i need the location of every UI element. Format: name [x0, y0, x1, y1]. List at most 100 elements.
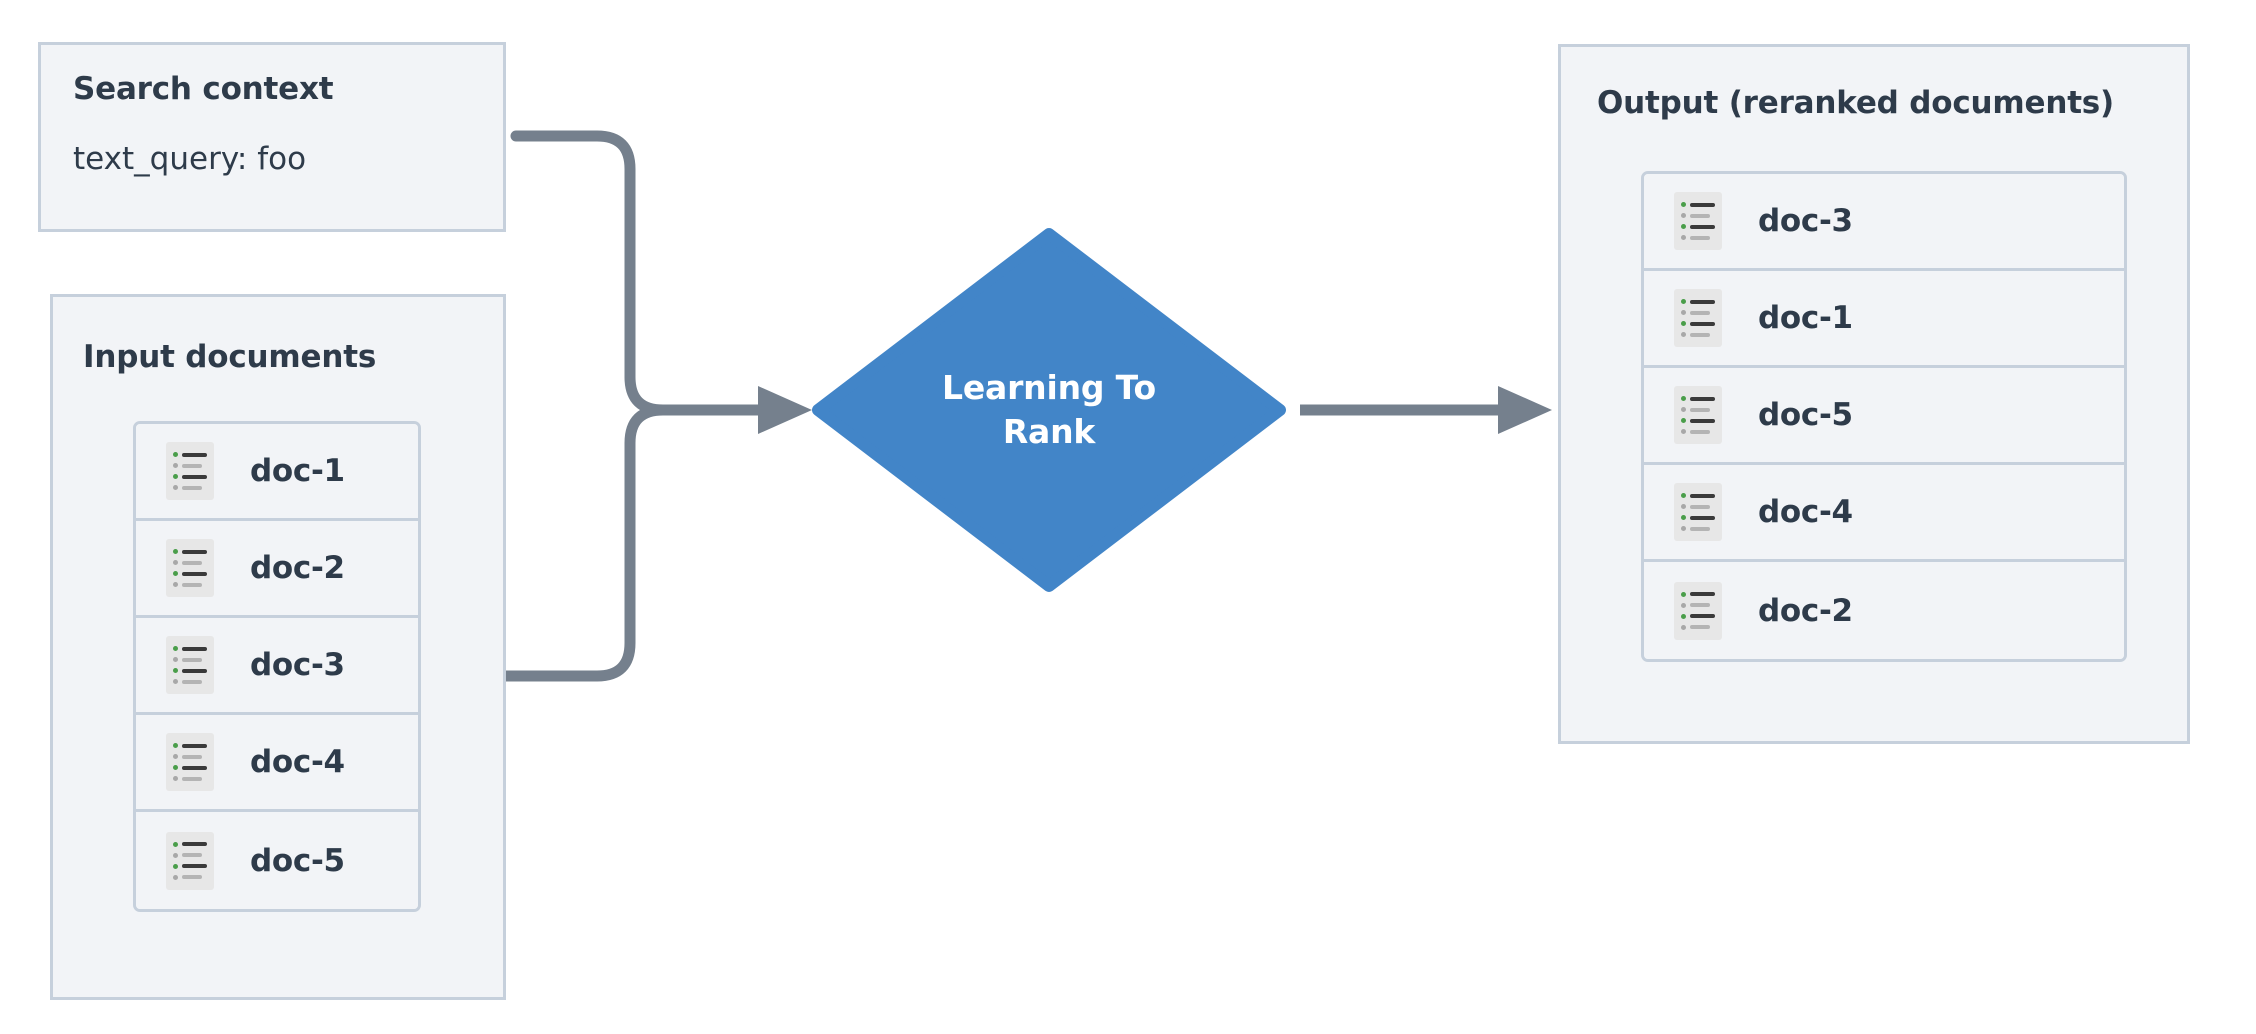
doc-row[interactable]: doc-2: [136, 521, 418, 618]
icon-bar: [1690, 504, 1710, 509]
search-context-title: Search context: [73, 71, 334, 107]
icon-bullet: [173, 776, 178, 781]
document-list-icon: [1674, 581, 1722, 640]
icon-bar: [1690, 515, 1715, 520]
icon-bullet: [1681, 224, 1686, 229]
icon-bullet: [173, 549, 178, 554]
icon-list-row: [173, 863, 207, 869]
icon-list-row: [1681, 418, 1715, 423]
search-context-panel: Search context text_query: foo: [38, 42, 506, 232]
icon-bar: [1690, 603, 1710, 607]
doc-row[interactable]: doc-1: [136, 424, 418, 521]
icon-bullet: [173, 657, 178, 662]
search-context-text-query: text_query: foo: [73, 141, 307, 177]
icon-list-row: [173, 582, 207, 587]
icon-bullet: [1681, 602, 1686, 608]
doc-row[interactable]: doc-1: [1644, 271, 2124, 368]
icon-list-row: [173, 474, 207, 479]
icon-list-row: [1681, 493, 1715, 498]
document-list-icon: [166, 442, 214, 500]
icon-bullet: [173, 474, 178, 479]
icon-list-row: [1681, 310, 1715, 315]
icon-bullet: [173, 668, 178, 673]
icon-bullet: [1681, 310, 1686, 315]
icon-bar: [1690, 396, 1715, 401]
icon-bar: [182, 463, 202, 468]
icon-bullet: [1681, 235, 1686, 240]
doc-label: doc-1: [250, 453, 345, 489]
icon-bar: [182, 864, 207, 868]
icon-list-row: [173, 485, 207, 490]
icon-list-row: [1681, 526, 1715, 531]
icon-bar: [182, 875, 202, 879]
icon-bullet: [173, 571, 178, 576]
doc-row[interactable]: doc-4: [1644, 465, 2124, 562]
icon-bar: [1690, 213, 1710, 218]
icon-list-row: [1681, 224, 1715, 229]
icon-bullet: [1681, 321, 1686, 326]
icon-bar: [182, 743, 207, 748]
icon-bullet: [173, 485, 178, 490]
document-list-icon: [166, 831, 214, 890]
doc-row[interactable]: doc-3: [1644, 174, 2124, 271]
arrowhead-into-output: [1498, 386, 1552, 434]
icon-bar: [1690, 418, 1715, 423]
icon-bar: [1690, 592, 1715, 596]
icon-bullet: [1681, 407, 1686, 412]
icon-list-row: [173, 852, 207, 858]
icon-list-row: [173, 560, 207, 565]
arrowhead-into-ltr: [758, 386, 812, 434]
document-list-icon: [166, 636, 214, 694]
icon-list-row: [173, 571, 207, 576]
document-list-icon: [166, 539, 214, 597]
icon-bar: [182, 842, 207, 846]
icon-list-row: [173, 668, 207, 673]
icon-list-row: [1681, 396, 1715, 401]
doc-row[interactable]: doc-5: [136, 812, 418, 909]
icon-bullet: [173, 841, 178, 847]
icon-bar: [182, 668, 207, 673]
icon-list-row: [1681, 591, 1715, 597]
icon-bullet: [1681, 493, 1686, 498]
doc-label: doc-1: [1758, 300, 1853, 336]
doc-row[interactable]: doc-3: [136, 618, 418, 715]
doc-label: doc-4: [1758, 494, 1853, 530]
icon-bullet: [173, 852, 178, 858]
icon-list-row: [173, 874, 207, 880]
icon-list-row: [173, 679, 207, 684]
icon-list-row: [173, 776, 207, 781]
icon-bar: [1690, 202, 1715, 207]
icon-list-row: [1681, 407, 1715, 412]
icon-bar: [182, 776, 202, 781]
learning-to-rank-node[interactable]: Learning To Rank: [812, 228, 1286, 592]
icon-bar: [182, 657, 202, 662]
icon-bar: [1690, 224, 1715, 229]
doc-label: doc-3: [1758, 203, 1853, 239]
icon-bullet: [1681, 429, 1686, 434]
icon-bar: [182, 452, 207, 457]
icon-bullet: [173, 463, 178, 468]
icon-bar: [1690, 429, 1710, 434]
icon-list-row: [173, 841, 207, 847]
icon-list-row: [173, 549, 207, 554]
icon-bar: [1690, 614, 1715, 618]
icon-list-row: [1681, 321, 1715, 326]
doc-row[interactable]: doc-4: [136, 715, 418, 812]
icon-bullet: [1681, 624, 1686, 630]
icon-list-row: [1681, 235, 1715, 240]
icon-bullet: [1681, 418, 1686, 423]
icon-bullet: [1681, 202, 1686, 207]
icon-bullet: [173, 582, 178, 587]
icon-bar: [182, 853, 202, 857]
icon-list-row: [173, 765, 207, 770]
document-list-icon: [166, 733, 214, 791]
icon-bar: [182, 571, 207, 576]
document-list-icon: [1674, 192, 1722, 250]
doc-row[interactable]: doc-2: [1644, 562, 2124, 659]
doc-row[interactable]: doc-5: [1644, 368, 2124, 465]
icon-bar: [182, 560, 202, 565]
